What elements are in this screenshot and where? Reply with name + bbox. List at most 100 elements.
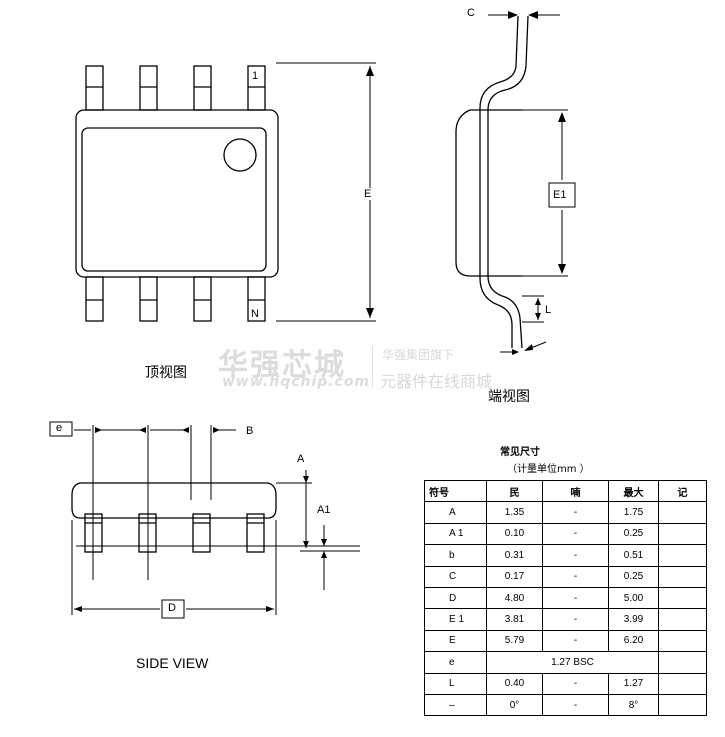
- cell-symbol: C: [424, 565, 487, 588]
- table-row: e 1.27 BSC: [424, 651, 707, 674]
- table-row: A 1.35 - 1.75: [424, 501, 707, 524]
- cell-max: 0.51: [608, 544, 659, 567]
- cell-min: 0°: [486, 693, 543, 717]
- side-view: [49, 421, 360, 619]
- cell-nom: -: [542, 629, 609, 653]
- cell-max: 0.25: [608, 522, 659, 546]
- cell-min: 0.17: [486, 565, 543, 588]
- cell-nom: -: [542, 693, 609, 717]
- cell-min: 4.80: [486, 586, 543, 610]
- side-pin: [246, 513, 265, 553]
- cell-symbol: –: [424, 693, 487, 717]
- dim-D-box: [161, 599, 185, 619]
- table-row: – 0° - 8°: [424, 693, 707, 717]
- cell-note: [658, 586, 707, 610]
- cell-symbol: E: [424, 629, 487, 653]
- watermark-brand: 华强芯城: [218, 348, 346, 383]
- dimension-table: 符号 民 喃 最大 记 A 1.35 - 1.75 A 1 0.10 - 0.2…: [424, 479, 707, 717]
- table-title: 常见尺寸: [500, 447, 540, 458]
- bottom-pin: [247, 276, 266, 322]
- cell-min: 1.35: [486, 501, 543, 524]
- cell-note: [658, 565, 707, 588]
- cell-symbol: A: [424, 501, 487, 524]
- table-row: E 5.79 - 6.20: [424, 629, 707, 653]
- end-view-caption: 端视图: [488, 389, 530, 405]
- dim-D-label: D: [168, 602, 176, 614]
- top-pin: [247, 65, 266, 111]
- dim-L-label: L: [545, 304, 552, 316]
- bottom-pin: [193, 276, 212, 322]
- cell-max: 8°: [608, 693, 659, 717]
- package-body-inner: [81, 127, 267, 272]
- dim-E1-box: [548, 182, 576, 208]
- watermark-slogan-1: 华强集团旗下: [382, 348, 455, 362]
- cell-symbol: A 1: [424, 522, 487, 546]
- header-min: 民: [486, 479, 543, 503]
- side-view-caption: SIDE VIEW: [136, 655, 209, 671]
- cell-max: 5.00: [608, 586, 659, 610]
- cell-min: 3.81: [486, 608, 543, 631]
- table-row: D 4.80 - 5.00: [424, 586, 707, 610]
- cell-note: [658, 608, 707, 631]
- dim-E-label: E: [364, 188, 372, 200]
- cell-max: 0.25: [608, 565, 659, 588]
- watermark-slogan-2: 元器件在线商城: [380, 372, 493, 391]
- cell-note: [658, 501, 707, 524]
- table-header-row: 符号 民 喃 最大 记: [424, 479, 707, 503]
- dim-C-label: C: [467, 7, 475, 19]
- cell-note: [658, 672, 707, 695]
- side-pin: [192, 513, 211, 553]
- cell-note: [658, 693, 707, 717]
- cell-max: 1.75: [608, 501, 659, 524]
- dim-e-box: [49, 421, 73, 437]
- end-view: [455, 11, 576, 355]
- dim-B-label: B: [246, 425, 254, 437]
- dim-e-label: e: [56, 422, 63, 434]
- package-body-outer: [75, 109, 279, 278]
- cell-note: [658, 629, 707, 653]
- pin1-label: 1: [252, 70, 259, 82]
- watermark-divider: [372, 346, 373, 388]
- cell-nom: -: [542, 544, 609, 567]
- cell-min: 0.31: [486, 544, 543, 567]
- top-pin: [85, 65, 104, 111]
- cell-nom: -: [542, 565, 609, 588]
- top-view-caption: 顶视图: [145, 365, 187, 381]
- bottom-pin: [139, 276, 158, 322]
- cell-min: 0.40: [486, 672, 543, 695]
- cell-symbol: L: [424, 672, 487, 695]
- cell-note: [658, 651, 707, 674]
- table-row: L 0.40 - 1.27: [424, 672, 707, 695]
- bottom-pin: [85, 276, 104, 322]
- table-row: A 1 0.10 - 0.25: [424, 522, 707, 546]
- cell-max: 1.27: [608, 672, 659, 695]
- header-nom: 喃: [542, 479, 609, 503]
- end-lead-inner: [479, 15, 519, 348]
- cell-note: [658, 522, 707, 546]
- end-lead-outer: [487, 15, 529, 349]
- cell-nom: -: [542, 672, 609, 695]
- watermark-url: www.hqchip.com: [222, 374, 371, 390]
- top-pin: [139, 65, 158, 111]
- pinN-label: N: [251, 308, 259, 320]
- cell-symbol: e: [424, 651, 487, 674]
- table-subtitle: （计量单位mm ）: [507, 464, 590, 475]
- cell-symbol: D: [424, 586, 487, 610]
- cell-symbol: b: [424, 544, 487, 567]
- pin1-marker: [223, 138, 257, 172]
- table-row: b 0.31 - 0.51: [424, 544, 707, 567]
- cell-nom: -: [542, 608, 609, 631]
- header-max: 最大: [608, 479, 659, 503]
- header-symbol: 符号: [424, 479, 487, 503]
- cell-symbol: E 1: [424, 608, 487, 631]
- top-pin: [193, 65, 212, 111]
- end-body-outline: [455, 109, 522, 277]
- cell-span: 1.27 BSC: [486, 651, 659, 674]
- table-row: E 1 3.81 - 3.99: [424, 608, 707, 631]
- dim-A1-label: A1: [317, 504, 331, 516]
- cell-nom: -: [542, 501, 609, 524]
- cell-max: 6.20: [608, 629, 659, 653]
- top-view: [75, 62, 376, 322]
- dim-E1-label: E1: [553, 189, 567, 201]
